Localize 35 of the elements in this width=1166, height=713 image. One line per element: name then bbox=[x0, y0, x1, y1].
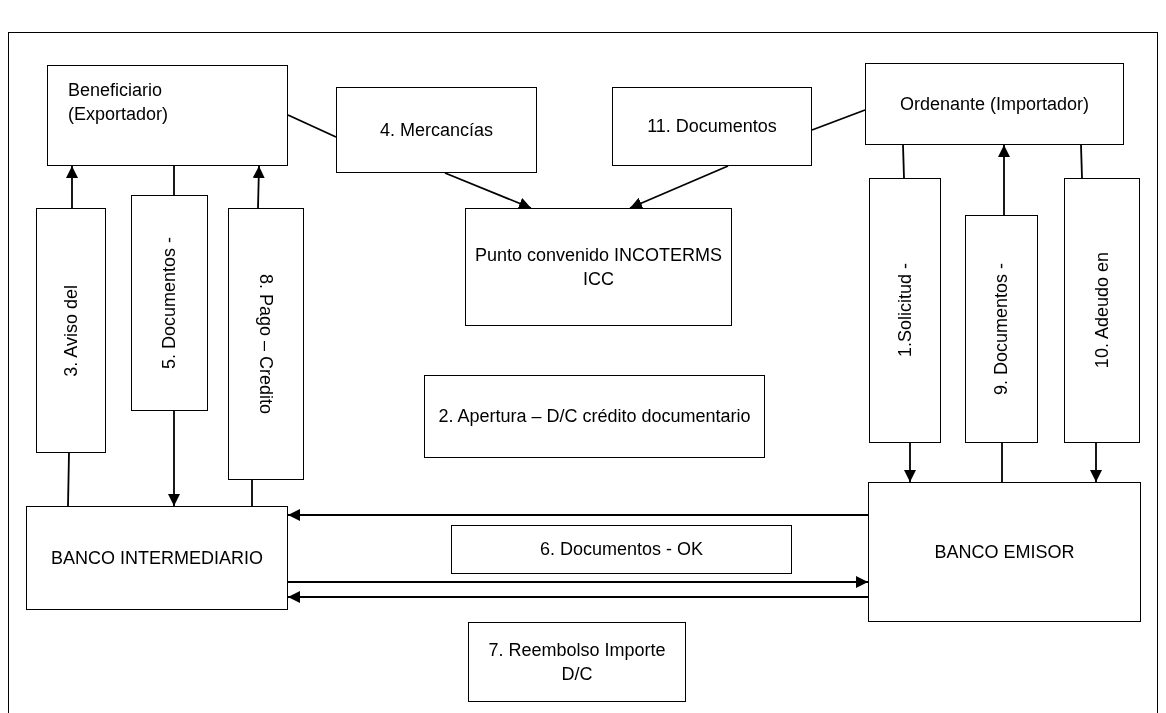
step-box: 9. Documentos - bbox=[965, 215, 1038, 443]
process-box: 4. Mercancías bbox=[336, 87, 537, 173]
process-box: 7. Reembolso Importe D/C bbox=[468, 622, 686, 702]
process-box: 2. Apertura – D/C crédito documentario bbox=[424, 375, 765, 458]
connector-line bbox=[1080, 144, 1083, 179]
connector-line bbox=[902, 144, 905, 179]
arrow bbox=[998, 144, 1010, 216]
step-box: 3. Aviso del bbox=[36, 208, 106, 453]
arrow bbox=[629, 165, 729, 209]
connector-line bbox=[287, 114, 337, 138]
connector-line bbox=[251, 479, 253, 507]
arrow bbox=[252, 165, 265, 209]
arrow bbox=[66, 165, 78, 209]
connector-line bbox=[67, 452, 70, 507]
arrow bbox=[444, 172, 532, 210]
process-box: Ordenante (Importador) bbox=[865, 63, 1124, 145]
process-box: BANCO EMISOR bbox=[868, 482, 1141, 622]
step-box: 8. Pago – Credito bbox=[228, 208, 304, 480]
process-box: BANCO INTERMEDIARIO bbox=[26, 506, 288, 610]
arrow bbox=[1090, 442, 1102, 483]
arrow bbox=[287, 591, 869, 603]
step-box: 1.Solicitud - bbox=[869, 178, 941, 443]
process-box: 6. Documentos - OK bbox=[451, 525, 792, 574]
arrow bbox=[287, 509, 869, 521]
arrow bbox=[168, 410, 180, 507]
process-box: 11. Documentos bbox=[612, 87, 812, 166]
connector-line bbox=[1001, 442, 1003, 483]
arrow bbox=[904, 442, 916, 483]
connector-line bbox=[811, 109, 866, 131]
step-box: 10. Adeudo en bbox=[1064, 178, 1140, 443]
process-box: Beneficiario (Exportador) bbox=[47, 65, 288, 166]
arrow bbox=[287, 576, 869, 588]
step-box: 5. Documentos - bbox=[131, 195, 208, 411]
process-box: Punto convenido INCOTERMS ICC bbox=[465, 208, 732, 326]
connector-line bbox=[173, 165, 175, 196]
